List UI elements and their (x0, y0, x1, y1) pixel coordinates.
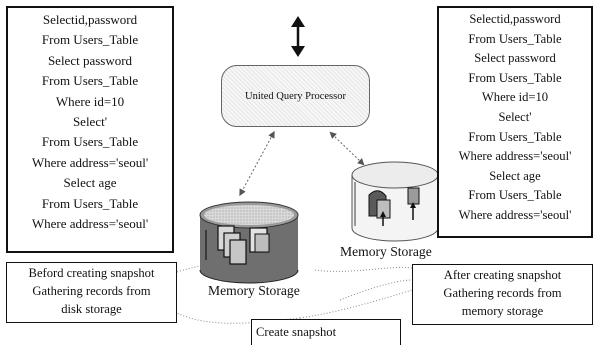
query-line: Where id=10 (481, 90, 549, 105)
note-line: Beford creating snapshot (28, 266, 155, 280)
note-line: memory storage (461, 304, 544, 318)
query-line: From Users_Table (41, 32, 139, 48)
query-line: Select password (474, 51, 556, 66)
query-line: Where id=10 (55, 93, 125, 109)
query-line: Selectid,password (42, 12, 138, 27)
query-line: Where address='seoul' (458, 149, 572, 164)
note-line: Gathering records from (443, 286, 562, 300)
right-query-box: Selectid,password From Users_Table Selec… (437, 6, 593, 238)
query-line: Where address='seoul' (31, 154, 149, 170)
after-snapshot-note: After creating snapshot Gathering record… (412, 264, 593, 325)
query-line: From Users_Table (41, 73, 139, 89)
right-memory-storage-cylinder (351, 161, 439, 242)
query-line: Where address='seoul' (31, 216, 149, 232)
query-line: Where address='seoul' (458, 207, 572, 222)
query-line: Select age (63, 175, 117, 191)
note-line: disk storage (61, 302, 122, 316)
query-line: From Users_Table (41, 195, 139, 211)
note-line: Gathering records from (32, 284, 151, 298)
processor-label: United Query Processor (245, 90, 346, 102)
query-line: From Users_Table (468, 188, 562, 203)
query-line: Select' (72, 114, 108, 130)
query-line: From Users_Table (41, 134, 139, 150)
query-line: Select' (498, 109, 532, 124)
left-storage-label: Memory Storage (208, 283, 300, 298)
query-line: From Users_Table (468, 129, 562, 144)
query-line: Select password (47, 52, 133, 68)
query-line: Select age (489, 168, 541, 183)
query-line: From Users_Table (468, 31, 562, 46)
united-query-processor: United Query Processor (221, 65, 370, 127)
processor-to-left-storage-arrow (239, 130, 275, 197)
left-query-box: Selectid,password From Users_Table Selec… (6, 6, 174, 253)
snapshot-records-icon (368, 187, 420, 226)
create-snapshot-note: Create snapshot (251, 319, 401, 345)
note-line: After creating snapshot (443, 268, 562, 282)
processor-to-right-storage-arrow (329, 131, 365, 166)
before-snapshot-note: Beford creating snapshot Gathering recor… (6, 262, 177, 323)
query-line: From Users_Table (468, 70, 562, 85)
left-memory-storage-cylinder (199, 201, 299, 284)
query-line: Selectid,password (469, 12, 561, 26)
top-arrow (291, 16, 305, 57)
right-storage-label: Memory Storage (340, 244, 432, 259)
stacked-records-icon (217, 225, 270, 265)
